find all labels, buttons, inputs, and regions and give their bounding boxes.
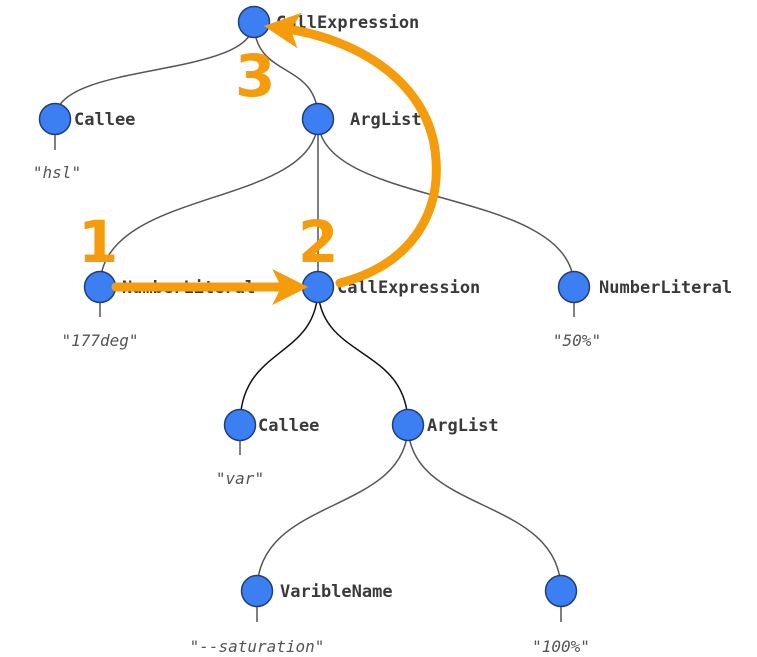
node-label-root: CallExpression: [276, 13, 419, 33]
node-callee-bottom[interactable]: [223, 408, 257, 442]
value-labels: "hsl" "177deg" "50%" "var" "--saturation…: [33, 163, 601, 656]
node-arglist-bottom[interactable]: [391, 408, 425, 442]
value-label-numberliteral-left: "177deg": [61, 331, 138, 350]
edge-root-callee: [54, 21, 255, 120]
step-number-3: 3: [235, 42, 275, 110]
node-variablename[interactable]: [240, 574, 274, 608]
node-label-arglist-top: ArgList: [350, 110, 422, 130]
step-number-2: 2: [298, 208, 338, 276]
node-labels: CallExpression Callee ArgList NumberLite…: [74, 13, 732, 602]
node-label-variablename: VaribleName: [280, 582, 393, 602]
value-label-numberliteral-right: "50%": [553, 331, 601, 350]
node-arglist-top[interactable]: [301, 102, 335, 136]
edge-arglist-variablename: [256, 424, 409, 592]
node-numberliteral-bottom[interactable]: [544, 574, 578, 608]
arrows: [111, 12, 441, 305]
value-label-callee-bottom: "var": [216, 469, 264, 488]
edge-arglist-numberliteral-bottom: [407, 424, 562, 592]
node-callexpression-mid[interactable]: [301, 270, 335, 304]
edge-callexpression-callee: [239, 286, 319, 426]
node-numberliteral-right[interactable]: [557, 270, 591, 304]
value-label-callee-top: "hsl": [33, 163, 81, 182]
node-label-callee-bottom: Callee: [258, 416, 319, 436]
node-numberliteral-left[interactable]: [83, 270, 117, 304]
nodes: [38, 5, 591, 608]
node-label-arglist-bottom: ArgList: [427, 416, 499, 436]
value-label-numberliteral-bottom: "100%": [532, 637, 590, 656]
node-callee-top[interactable]: [38, 102, 72, 136]
edge-arglist-numberliteral-right: [317, 118, 575, 288]
edge-callexpression-arglist: [317, 286, 409, 426]
node-label-callexpression-mid: CallExpression: [337, 278, 480, 298]
value-label-variablename: "--saturation": [190, 637, 325, 656]
edge-root-arglist: [253, 21, 319, 120]
node-root[interactable]: [237, 5, 271, 39]
arrow-step-2-to-3: [263, 12, 441, 288]
step-numbers: 1 2 3: [78, 42, 338, 276]
node-label-numberliteral-right: NumberLiteral: [599, 278, 732, 298]
node-label-callee-top: Callee: [74, 110, 135, 130]
edge-arglist-numberliteral-left: [99, 118, 319, 288]
step-number-1: 1: [78, 208, 118, 276]
